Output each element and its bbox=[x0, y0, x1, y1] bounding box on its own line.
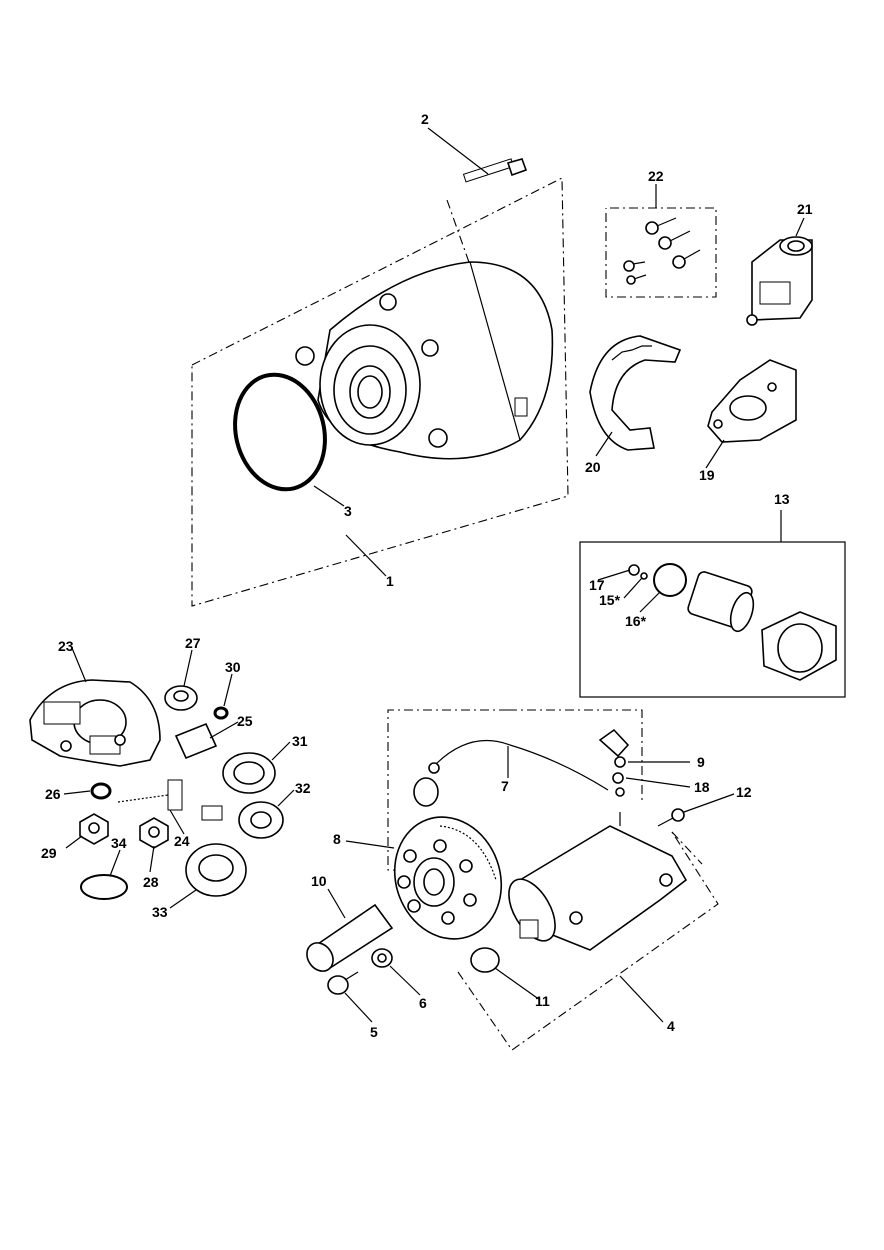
bracket-part-21 bbox=[746, 236, 813, 326]
callout-27: 27 bbox=[185, 635, 201, 651]
callout-28: 28 bbox=[143, 874, 159, 890]
callout-22: 22 bbox=[648, 168, 664, 184]
callout-10: 10 bbox=[311, 873, 327, 889]
callout-34: 34 bbox=[111, 835, 127, 851]
brush-part-24 bbox=[117, 779, 223, 821]
callout-13: 13 bbox=[774, 491, 790, 507]
callout-2: 2 bbox=[421, 111, 429, 127]
callout-labels: 2 3 1 22 21 20 19 13 17 15* 16* 23 27 30… bbox=[41, 111, 813, 1040]
callout-11: 11 bbox=[535, 993, 550, 1009]
callout-32: 32 bbox=[295, 780, 311, 796]
screws-group-22 bbox=[605, 184, 717, 298]
alternator-body bbox=[295, 261, 554, 460]
callout-30: 30 bbox=[225, 659, 241, 675]
washer-part-18 bbox=[612, 772, 624, 784]
callout-23: 23 bbox=[58, 638, 74, 654]
alternator-group bbox=[191, 158, 569, 607]
screws-outline bbox=[605, 207, 717, 298]
cable-outline bbox=[387, 709, 508, 871]
alternator-assembly-outline bbox=[191, 177, 569, 607]
bearing-part-31 bbox=[222, 752, 276, 794]
solenoid-body bbox=[687, 571, 755, 633]
terminal-cover bbox=[598, 728, 630, 758]
leader-lines bbox=[63, 127, 805, 1023]
shaft-part-10 bbox=[306, 903, 394, 972]
washer-part-6 bbox=[371, 948, 393, 968]
bolt-part-2 bbox=[462, 158, 528, 183]
solenoid-box-13 bbox=[579, 510, 846, 698]
nut-part-29 bbox=[79, 813, 109, 845]
callout-4: 4 bbox=[667, 1018, 675, 1034]
o-ring-part-11 bbox=[470, 947, 500, 973]
solenoid-box-frame bbox=[579, 541, 846, 698]
bolt-part-12 bbox=[657, 808, 685, 827]
solenoid-cover bbox=[761, 611, 837, 681]
callout-6: 6 bbox=[419, 995, 427, 1011]
callout-25: 25 bbox=[237, 713, 253, 729]
callout-26: 26 bbox=[45, 786, 61, 802]
starter-motor-body bbox=[508, 812, 688, 951]
callout-8: 8 bbox=[333, 831, 341, 847]
callout-24: 24 bbox=[174, 833, 190, 849]
callout-20: 20 bbox=[585, 459, 601, 475]
screw-b bbox=[658, 230, 691, 250]
bearing-part-32 bbox=[238, 801, 284, 839]
washer-part-26 bbox=[90, 782, 112, 800]
callout-16: 16* bbox=[625, 613, 647, 629]
brush-plate-part-23 bbox=[29, 679, 161, 767]
callout-12: 12 bbox=[736, 784, 752, 800]
bearing-part-33 bbox=[185, 843, 247, 897]
cable-group-7 bbox=[387, 709, 643, 871]
circlip-part-34 bbox=[80, 874, 128, 900]
washer-part-30 bbox=[213, 706, 229, 720]
nut-part-28 bbox=[139, 817, 169, 849]
seal-part-27 bbox=[164, 685, 198, 711]
callout-17: 17 bbox=[589, 577, 605, 593]
callout-15: 15* bbox=[599, 592, 621, 608]
plate-part-19 bbox=[707, 359, 797, 443]
callout-21: 21 bbox=[797, 201, 813, 217]
o-ring-part-3 bbox=[233, 372, 327, 492]
o-ring-part-16 bbox=[653, 563, 687, 597]
nut-part-17 bbox=[628, 564, 640, 576]
cable-boot bbox=[413, 777, 439, 807]
callout-31: 31 bbox=[292, 733, 308, 749]
screw-a bbox=[645, 217, 677, 235]
screw-d bbox=[623, 260, 646, 272]
callout-1: 1 bbox=[386, 573, 394, 589]
callout-33: 33 bbox=[152, 904, 168, 920]
washer-part-15 bbox=[640, 572, 648, 580]
screw-c bbox=[672, 249, 701, 269]
stator-part-20 bbox=[589, 335, 682, 451]
starter-motor-group-4 bbox=[457, 812, 719, 1051]
nut-part-9 bbox=[614, 756, 626, 768]
callout-18: 18 bbox=[694, 779, 710, 795]
callout-3: 3 bbox=[344, 503, 352, 519]
callout-19: 19 bbox=[699, 467, 715, 483]
callout-29: 29 bbox=[41, 845, 57, 861]
screw-e bbox=[626, 274, 647, 285]
callout-5: 5 bbox=[370, 1024, 378, 1040]
callout-7: 7 bbox=[501, 778, 509, 794]
clip-part-25 bbox=[174, 722, 218, 760]
ring-gear-part-8 bbox=[393, 816, 503, 940]
callout-9: 9 bbox=[697, 754, 705, 770]
bolt-part-5 bbox=[327, 971, 359, 995]
